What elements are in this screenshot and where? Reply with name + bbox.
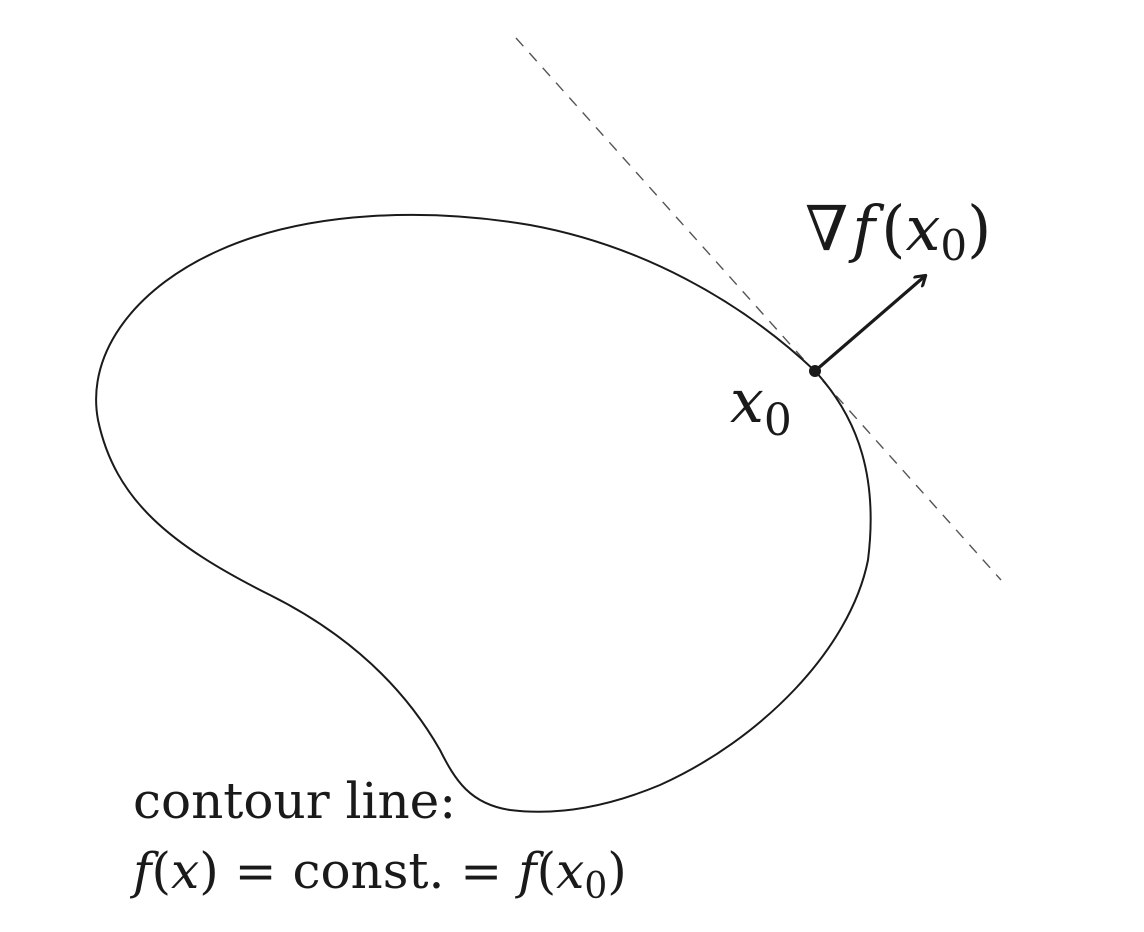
caption-x0: x bbox=[556, 842, 584, 900]
point-label: x0 bbox=[730, 367, 792, 446]
caption-const: const. bbox=[292, 842, 444, 900]
caption-open1: ( bbox=[152, 842, 172, 900]
caption-close2: ) bbox=[607, 842, 627, 900]
caption-sub0: 0 bbox=[584, 866, 607, 907]
point-label-subscript: 0 bbox=[764, 395, 792, 446]
point-x0 bbox=[809, 365, 821, 377]
caption-line-1: contour line: bbox=[133, 772, 456, 830]
gradient-f: f bbox=[848, 192, 885, 265]
tangent-line bbox=[515, 37, 1002, 581]
gradient-open-paren: ( bbox=[881, 192, 905, 265]
gradient-close-paren: ) bbox=[967, 192, 991, 265]
contour-line bbox=[95, 213, 872, 813]
caption-close1: ) bbox=[199, 842, 219, 900]
caption-open2: ( bbox=[537, 842, 557, 900]
gradient-arrow bbox=[813, 276, 925, 373]
caption-eq2: = bbox=[444, 842, 518, 900]
gradient-subscript: 0 bbox=[940, 221, 967, 270]
gradient-label: ∇f(x0) bbox=[805, 192, 991, 270]
nabla-symbol: ∇ bbox=[805, 192, 848, 265]
caption-eq1: = bbox=[219, 842, 293, 900]
point-label-x: x bbox=[730, 367, 764, 437]
caption-x: x bbox=[171, 842, 199, 900]
caption-line-2: f(x) = const. = f(x0) bbox=[129, 842, 627, 907]
gradient-x: x bbox=[905, 192, 940, 265]
